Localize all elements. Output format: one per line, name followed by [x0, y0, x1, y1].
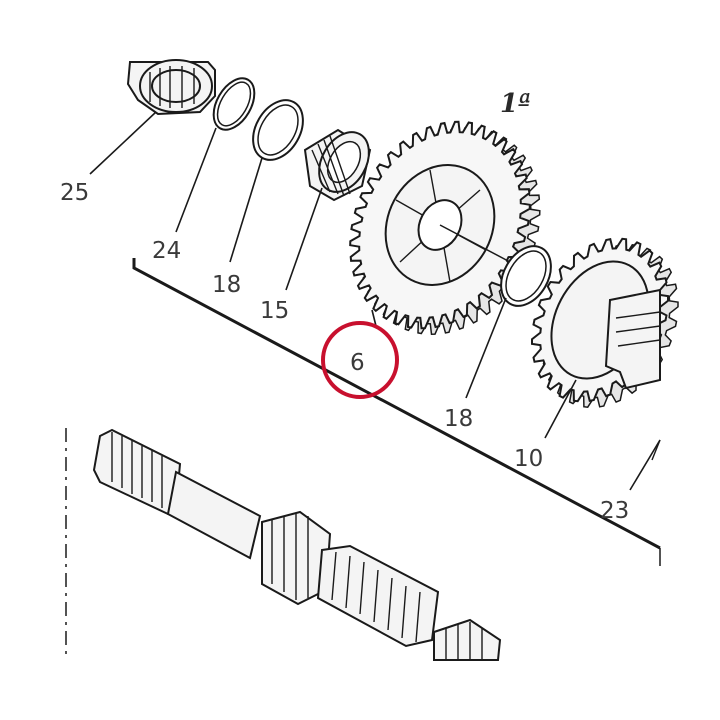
- leader-lines: [89, 111, 661, 491]
- callout-10: 10: [514, 446, 543, 472]
- gear-6-first-gear: [349, 120, 549, 335]
- main-shaft: [65, 428, 502, 661]
- callout-18-lower: 18: [444, 406, 473, 432]
- gear-ordinal-label: 1ª: [500, 89, 531, 119]
- needle-bearing-15: [303, 128, 372, 202]
- callout-25: 25: [60, 180, 89, 206]
- snap-ring-24: [212, 77, 256, 131]
- callout-24: 24: [152, 238, 181, 264]
- washer-18-lower: [500, 245, 552, 307]
- callout-6: 6: [350, 350, 365, 376]
- assembly-axis-line: [132, 258, 661, 550]
- washer-18-upper: [252, 99, 304, 161]
- callout-18-upper: 18: [212, 272, 241, 298]
- highlight-circle: [321, 321, 399, 399]
- callout-15: 15: [260, 298, 289, 324]
- callout-23: 23: [600, 498, 629, 524]
- bearing-25: [126, 59, 216, 116]
- gear-10: [531, 237, 679, 409]
